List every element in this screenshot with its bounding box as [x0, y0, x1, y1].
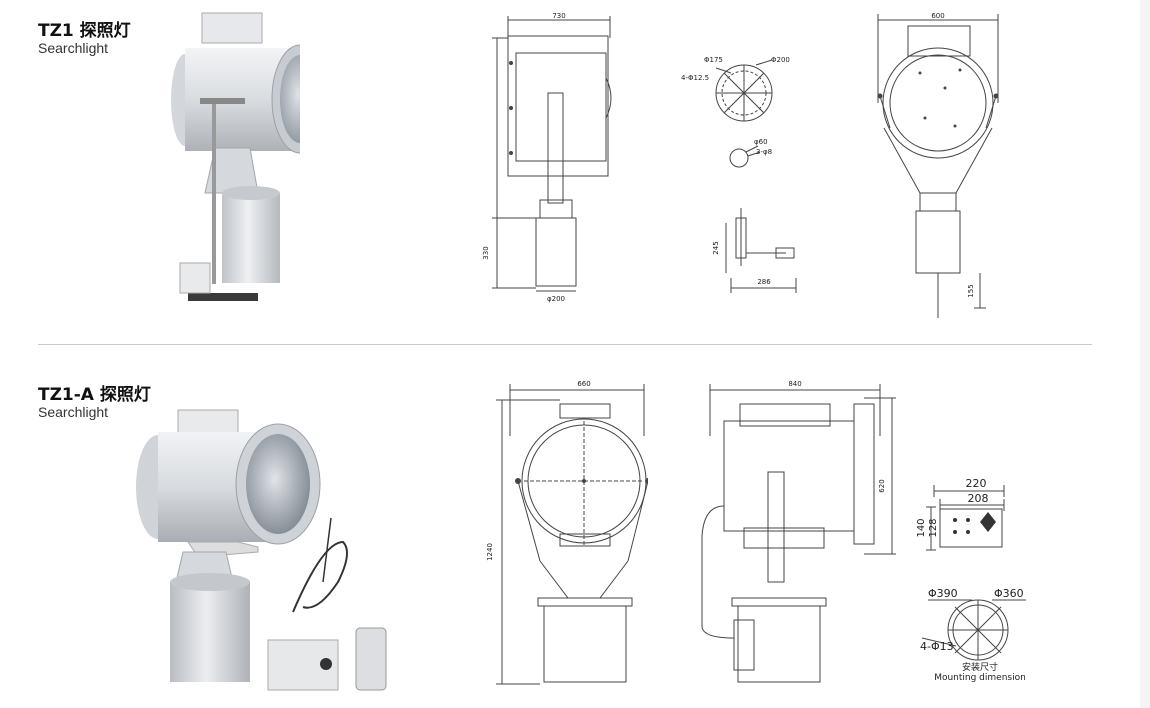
model-title-tz1: TZ1 探照灯	[38, 21, 131, 41]
dim-label: 220	[966, 477, 987, 490]
dim-label: Φ360	[994, 587, 1024, 600]
tz1a-searchlight-photo	[136, 409, 387, 691]
model-subtitle-tz1: Searchlight	[38, 40, 109, 56]
mounting-caption-cn: 安装尺寸	[962, 661, 998, 673]
dim-label: 730	[552, 12, 565, 20]
dim-label: 4-Φ13	[920, 640, 954, 653]
dim-label: Φ200	[771, 56, 790, 64]
mounting-caption-en: Mounting dimension	[934, 673, 1026, 683]
tz1a-front-view-drawing: 660 1240	[486, 380, 648, 685]
tz1-side-view-drawing: 730 330 φ200	[482, 12, 612, 303]
tz1-flange-details-drawing: 4-Φ12.5 Φ175 Φ200 φ60 3-φ8 245 286	[681, 56, 797, 293]
dim-label: 1240	[486, 543, 494, 561]
dim-label: 660	[577, 380, 590, 388]
dim-label: φ60	[754, 138, 768, 146]
dim-label: 128	[928, 518, 939, 537]
dim-label: 155	[967, 284, 975, 297]
page-edge	[1140, 0, 1150, 708]
section-divider	[38, 344, 1092, 345]
dim-label: 3-φ8	[756, 148, 772, 156]
dim-label: Φ175	[704, 56, 723, 64]
model-title-tz1a: TZ1-A 探照灯	[38, 385, 151, 405]
dim-label: 840	[788, 380, 801, 388]
dim-label: 600	[931, 12, 944, 20]
dim-label: 286	[757, 278, 771, 286]
dim-label: φ200	[547, 295, 565, 303]
tz1a-mounting-details-drawing: 220 208 140 128 Φ390 Φ360 4-Φ13 安装尺寸 Mou…	[916, 477, 1026, 683]
tz1-searchlight-photo	[171, 12, 300, 301]
dim-label: 330	[482, 246, 490, 259]
dim-label: 140	[916, 518, 927, 537]
dim-label: 245	[712, 241, 720, 254]
tz1-front-view-drawing: 600 155	[877, 12, 999, 318]
dim-label: 208	[968, 492, 989, 505]
model-subtitle-tz1a: Searchlight	[38, 404, 109, 420]
dim-label: 4-Φ12.5	[681, 74, 709, 82]
dim-label: Φ390	[928, 587, 958, 600]
tz1a-side-view-drawing: 840 620	[701, 380, 896, 683]
dim-label: 620	[878, 479, 886, 492]
